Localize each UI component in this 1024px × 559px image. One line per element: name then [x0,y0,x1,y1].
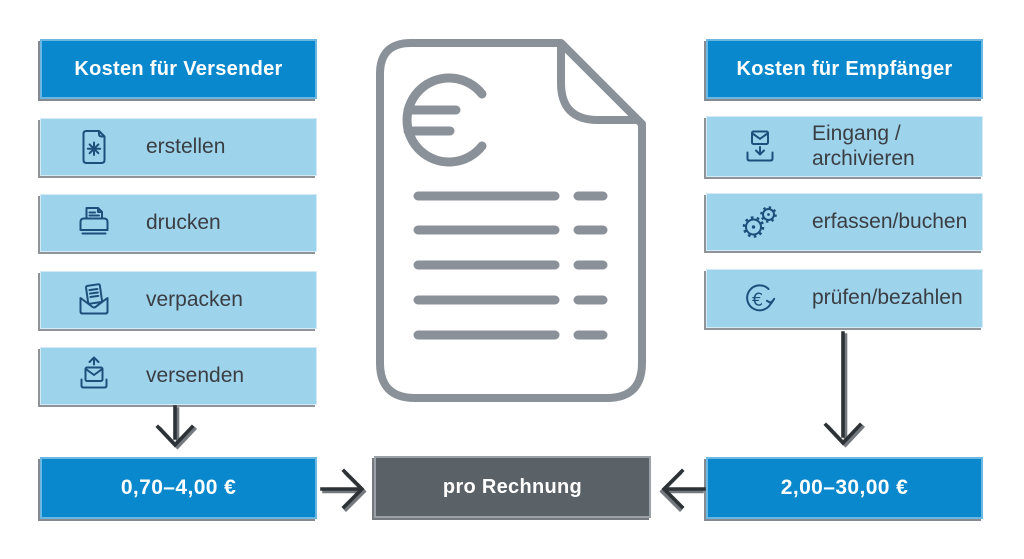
step-label: Eingang / archivieren [812,121,915,170]
euro-cycle-icon: € [746,283,776,311]
step-label: erstellen [146,134,226,158]
arrow-down-receiver-icon [823,331,866,448]
step-versenden: versenden [40,347,317,405]
invoice-document-icon [376,39,646,402]
step-verpacken: verpacken [40,271,317,329]
arrow-left-to-center-icon [659,468,706,513]
receiver-price-box: 2,00–30,00 € [706,457,983,519]
receiver-costs-header: Kosten für Empfänger [706,39,983,99]
pack-envelope-icon [79,283,109,315]
sender-costs-header-label: Kosten für Versender [74,57,283,80]
step-label: versenden [146,363,245,387]
arrow-down-sender-icon [155,405,198,450]
step-label: prüfen/bezahlen [812,286,963,310]
per-invoice-box: pro Rechnung [374,456,651,518]
step-erfassen-buchen: erfassen/buchen [706,193,983,251]
sender-price: 0,70–4,00 € [120,476,237,499]
receiver-price: 2,00–30,00 € [780,476,909,499]
send-envelope-icon [80,356,108,389]
create-document-icon [82,130,106,164]
printer-icon [79,207,109,235]
arrow-right-to-center-icon [320,468,367,513]
per-invoice-label: pro Rechnung [442,475,583,498]
sender-price-box: 0,70–4,00 € [40,457,317,519]
step-label: erfassen/buchen [812,209,968,233]
step-label: drucken [146,210,221,234]
step-label: verpacken [146,287,243,311]
receiver-costs-header-label: Kosten für Empfänger [736,57,953,80]
sender-costs-header: Kosten für Versender [40,39,317,99]
step-pruefen-bezahlen: € prüfen/bezahlen [706,269,983,328]
gears-icon [742,206,777,238]
euro-glyph: € [752,290,763,310]
step-drucken: drucken [40,194,317,252]
step-erstellen: erstellen [40,118,317,176]
step-eingang-archivieren: Eingang / archivieren [706,116,983,177]
inbox-archive-icon [746,130,774,161]
